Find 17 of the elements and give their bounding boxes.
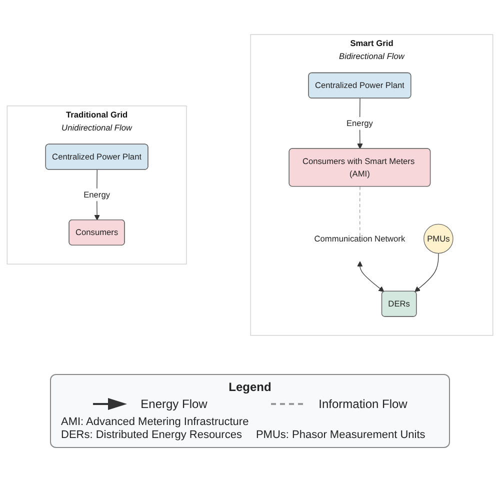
note-text: PMUs: Phasor Measurement Units xyxy=(256,429,426,441)
process-box: Centralized Power Plant xyxy=(45,144,148,170)
legend-label: Information Flow xyxy=(318,397,408,411)
note-text: DERs: Distributed Energy Resources xyxy=(61,429,242,441)
legend-title: Legend xyxy=(228,380,272,394)
edge-label: Energy xyxy=(84,188,110,201)
circle-node: PMUs xyxy=(424,224,454,254)
edge-label: Energy xyxy=(346,117,373,130)
note-text: AMI: Advanced Metering Infrastructure xyxy=(61,416,249,428)
arrow xyxy=(414,252,439,292)
node-label: Communication Network xyxy=(314,234,406,244)
process-box: Centralized Power Plant xyxy=(308,72,412,98)
process-box: Consumers xyxy=(68,220,125,246)
process-box: DERs xyxy=(381,290,417,317)
arrow xyxy=(357,261,384,292)
process-box: Consumers with Smart Meters (AMI) xyxy=(288,148,431,187)
legend-label: Energy Flow xyxy=(140,397,208,411)
